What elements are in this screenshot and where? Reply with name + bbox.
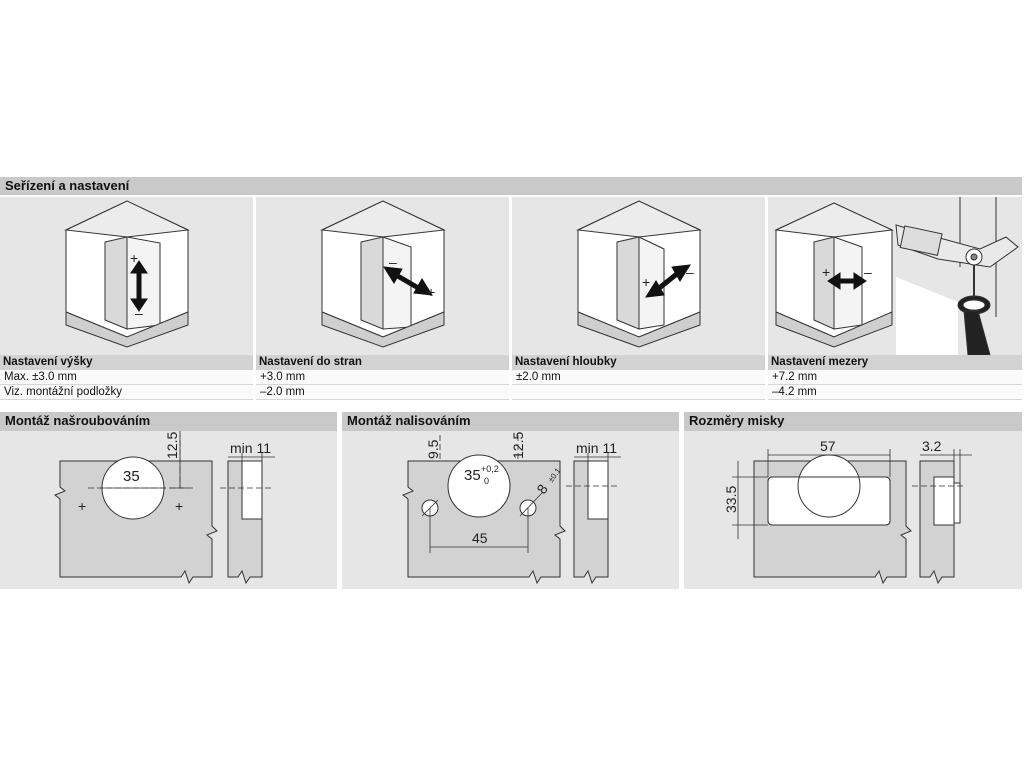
depth-arrow-icon [645,264,691,298]
hinge-detail-icon [895,197,1019,356]
corner-cabinet-side-illustration: – + [320,200,446,348]
min-thickness-label: min 11 [576,440,617,456]
screw-mark-right: + [175,498,183,514]
cup-depth-label: 3.2 [922,438,942,454]
adjust-panel-height: + – [0,197,253,355]
plus-sign: + [427,284,435,300]
cup-tolerance-lower: 0 [484,476,489,486]
screw-mounting-drawing: 35 12.5 + + min 11 [54,431,275,585]
adjust-value-gap-2: –4.2 mm [768,385,1022,400]
cup-diameter-label: 35 [123,468,140,485]
adjust-value-side-2: –2.0 mm [256,385,509,400]
plus-sign: + [642,274,650,290]
edge-distance-label: 12.5 [164,432,180,459]
press-mounting-drawing: 9.5 12.5 35 +0,2 0 8 ±0.1 45 min 11 [402,432,621,585]
cup-dimensions-drawing: 57 33.5 3.2 [723,438,972,585]
adjust-value-depth-1: ±2.0 mm [512,370,765,385]
adjust-label-depth: Nastavení hloubky [512,355,765,370]
corner-cabinet-gap-illustration: + – [774,197,1019,356]
plus-sign: + [822,264,830,280]
minus-sign: – [135,305,143,321]
adjust-panel-depth: + – [512,197,765,355]
section-title-press-mounting: Montáž nalisováním [342,412,679,431]
adjust-value-gap-1: +7.2 mm [768,370,1022,385]
side-arrow-icon [383,266,433,296]
corner-cabinet-depth-illustration: + – [576,200,702,348]
adjust-panel-gap: + – [768,197,1022,356]
press-mounting-panel: 9.5 12.5 35 +0,2 0 8 ±0.1 45 min 11 [342,431,679,589]
plus-sign: + [130,250,138,266]
adjust-value-depth-2 [512,385,765,400]
adjust-value-height-1: Max. ±3.0 mm [0,370,253,385]
minus-sign: – [389,254,397,270]
adjust-value-height-2: Viz. montážní podložky [0,385,253,400]
min-thickness-label: min 11 [230,440,271,456]
minus-sign: – [686,264,694,280]
section-title-cup-dimensions: Rozměry misky [684,412,1022,431]
vertical-arrow-icon [130,260,148,312]
cup-width-label: 57 [820,438,836,454]
edge-distance-b-label: 12.5 [510,432,526,459]
section-title-adjustment: Seřízení a nastavení [0,177,1022,195]
adjust-value-side-1: +3.0 mm [256,370,509,385]
cup-dimensions-panel: 57 33.5 3.2 [684,431,1022,589]
corner-cabinet-height-illustration: + – [64,200,190,348]
cup-height-label: 33.5 [723,486,739,513]
minus-sign: – [864,264,872,280]
adjust-panel-side: – + [256,197,509,355]
cup-diameter-label: 35 [464,467,481,484]
screw-mark-left: + [78,498,86,514]
dowel-spacing-label: 45 [472,530,488,546]
adjust-label-side: Nastavení do stran [256,355,509,370]
adjust-label-gap: Nastavení mezery [768,355,1022,370]
gap-arrow-icon [827,272,867,290]
cup-tolerance-upper: +0,2 [481,464,499,474]
screw-mounting-panel: 35 12.5 + + min 11 [0,431,337,589]
edge-distance-a-label: 9.5 [425,439,441,459]
adjust-label-height: Nastavení výšky [0,355,253,370]
section-title-screw-mounting: Montáž našroubováním [0,412,337,431]
